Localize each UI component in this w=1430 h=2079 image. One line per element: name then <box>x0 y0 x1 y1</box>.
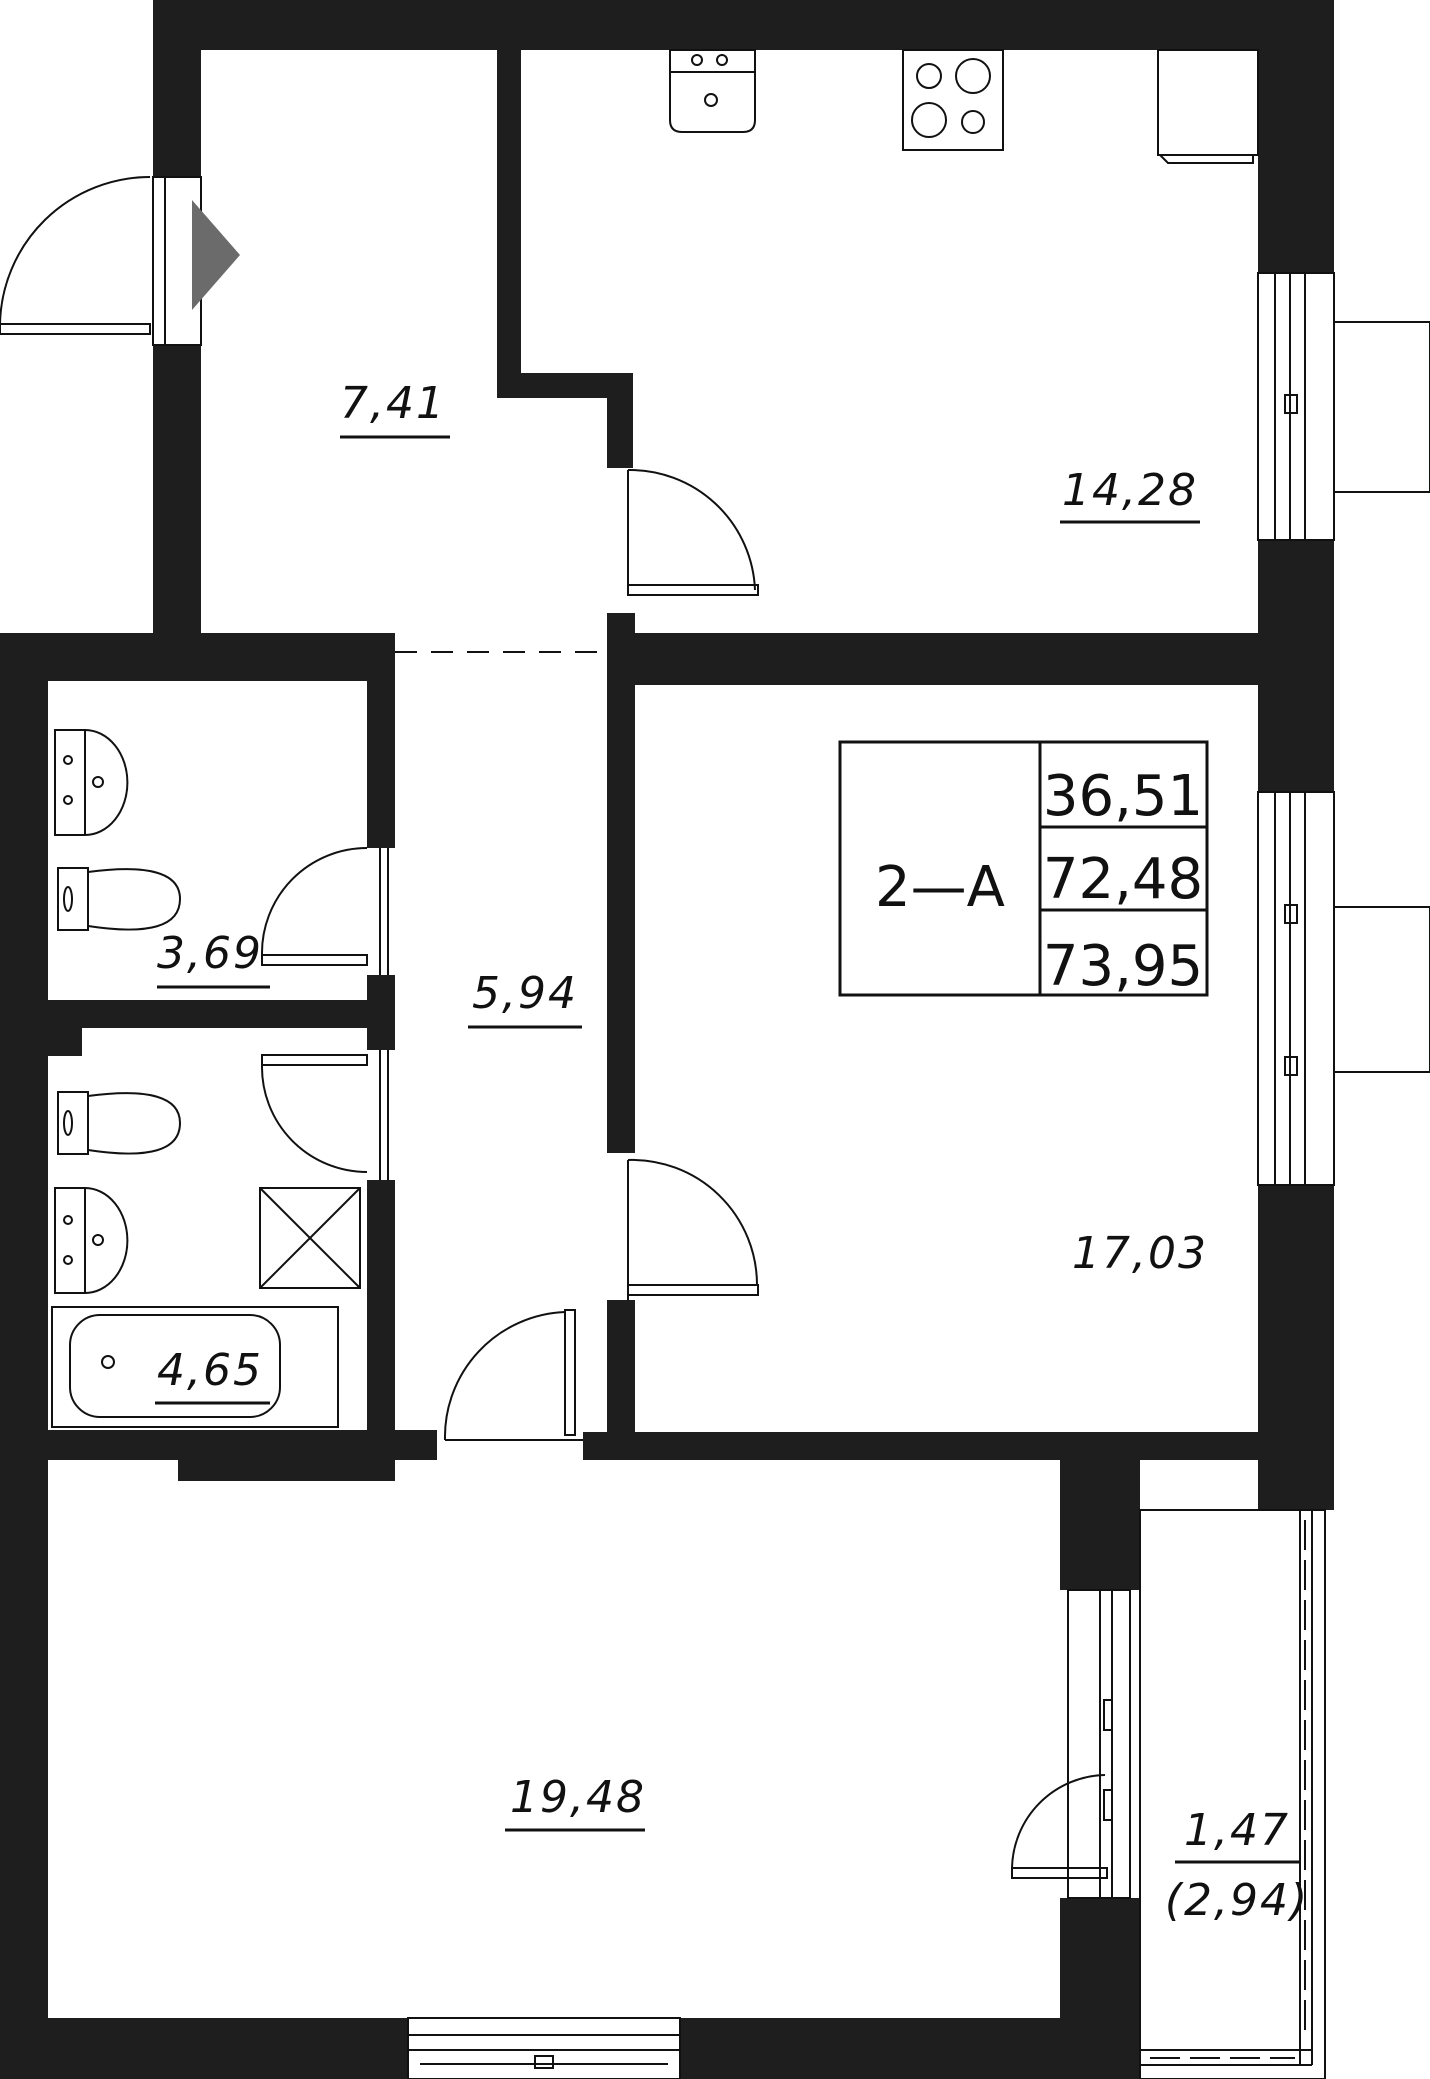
wc-door[interactable] <box>260 847 389 975</box>
partition-corridor-bedroom-upper <box>607 613 635 1153</box>
kitchen-sink-icon <box>669 49 756 133</box>
room-area-balcony: 1,47 <box>1184 1805 1290 1856</box>
total-area-with-balcony-value: 73,95 <box>1043 934 1203 999</box>
window-living <box>407 2017 681 2079</box>
exterior-wall-top <box>153 0 1263 50</box>
doors <box>0 176 1108 1879</box>
toilet-icon <box>57 867 182 931</box>
exterior-wall-right-1 <box>1258 0 1334 273</box>
window-kitchen <box>1257 272 1430 541</box>
wall-wc-top <box>0 633 395 681</box>
balcony-door[interactable] <box>1011 1774 1108 1879</box>
balcony-glazing <box>1139 1509 1326 2079</box>
room-area-living-room: 19,48 <box>510 1772 646 1823</box>
room-area-wc: 3,69 <box>157 928 263 979</box>
room-area-kitchen: 14,28 <box>1062 465 1198 516</box>
room-area-corridor: 5,94 <box>472 968 578 1019</box>
living-area-value: 36,51 <box>1043 764 1203 829</box>
toilet-icon-bathroom <box>57 1091 182 1155</box>
room-area-hall: 7,41 <box>340 378 446 429</box>
wall-wc-bath-stub <box>48 1028 82 1056</box>
room-area-bathroom: 4,65 <box>157 1345 263 1396</box>
partition-kitchen-door-jamb <box>607 373 633 468</box>
exterior-wall-bottom-left <box>0 2018 408 2079</box>
windows <box>407 272 1430 2079</box>
wall-bath-right-lower <box>367 1180 395 1455</box>
wall-bedroom-living <box>583 1432 1334 1460</box>
exterior-wall-hall-lower <box>153 345 201 650</box>
balcony-door-frame <box>1067 1589 1131 1899</box>
wall-wc-right-upper <box>367 633 395 848</box>
exterior-wall-hall-upper <box>153 0 201 177</box>
stove-icon <box>902 49 1004 151</box>
wall-bath-living-stub <box>178 1455 395 1481</box>
room-area-balcony-full: (2,94) <box>1165 1875 1309 1926</box>
shower-tray-icon <box>259 1187 361 1289</box>
wall-wc-bath <box>0 1000 395 1028</box>
apartment-type-label: 2—A <box>875 855 1005 920</box>
bathroom-basin-icon <box>54 1187 129 1294</box>
wall-balcony-upper <box>1060 1432 1140 1590</box>
total-area-value: 72,48 <box>1043 847 1203 912</box>
partition-hall-kitchen <box>497 50 521 395</box>
fixtures <box>51 49 1259 1428</box>
living-door[interactable] <box>443 1309 583 1441</box>
exterior-wall-left <box>0 633 48 2079</box>
kitchen-door[interactable] <box>627 468 759 596</box>
bathroom-door[interactable] <box>260 1050 389 1180</box>
window-bedroom <box>1257 791 1430 1186</box>
exterior-wall-bottom-right <box>680 2018 1140 2079</box>
exterior-wall-right-3 <box>1258 1185 1334 1510</box>
wall-kitchen-bedroom <box>607 633 1334 685</box>
walls <box>0 0 1334 2079</box>
partition-corridor-bedroom-lower <box>607 1300 635 1445</box>
apartment-summary-table: 2—A 36,51 72,48 73,95 <box>838 740 1209 999</box>
entrance-door[interactable] <box>0 176 240 346</box>
fridge-icon <box>1157 49 1259 164</box>
bedroom-door[interactable] <box>627 1158 759 1300</box>
room-area-bedroom: 17,03 <box>1072 1228 1208 1279</box>
wc-basin-icon <box>54 729 129 836</box>
room-labels: 7,41 14,28 3,69 5,94 4,65 17,03 19,48 1,… <box>155 378 1309 1926</box>
bathtub-icon <box>51 1306 339 1428</box>
wall-kitchen-bedroom-stub <box>793 633 817 685</box>
entrance-arrow-icon <box>192 200 240 310</box>
